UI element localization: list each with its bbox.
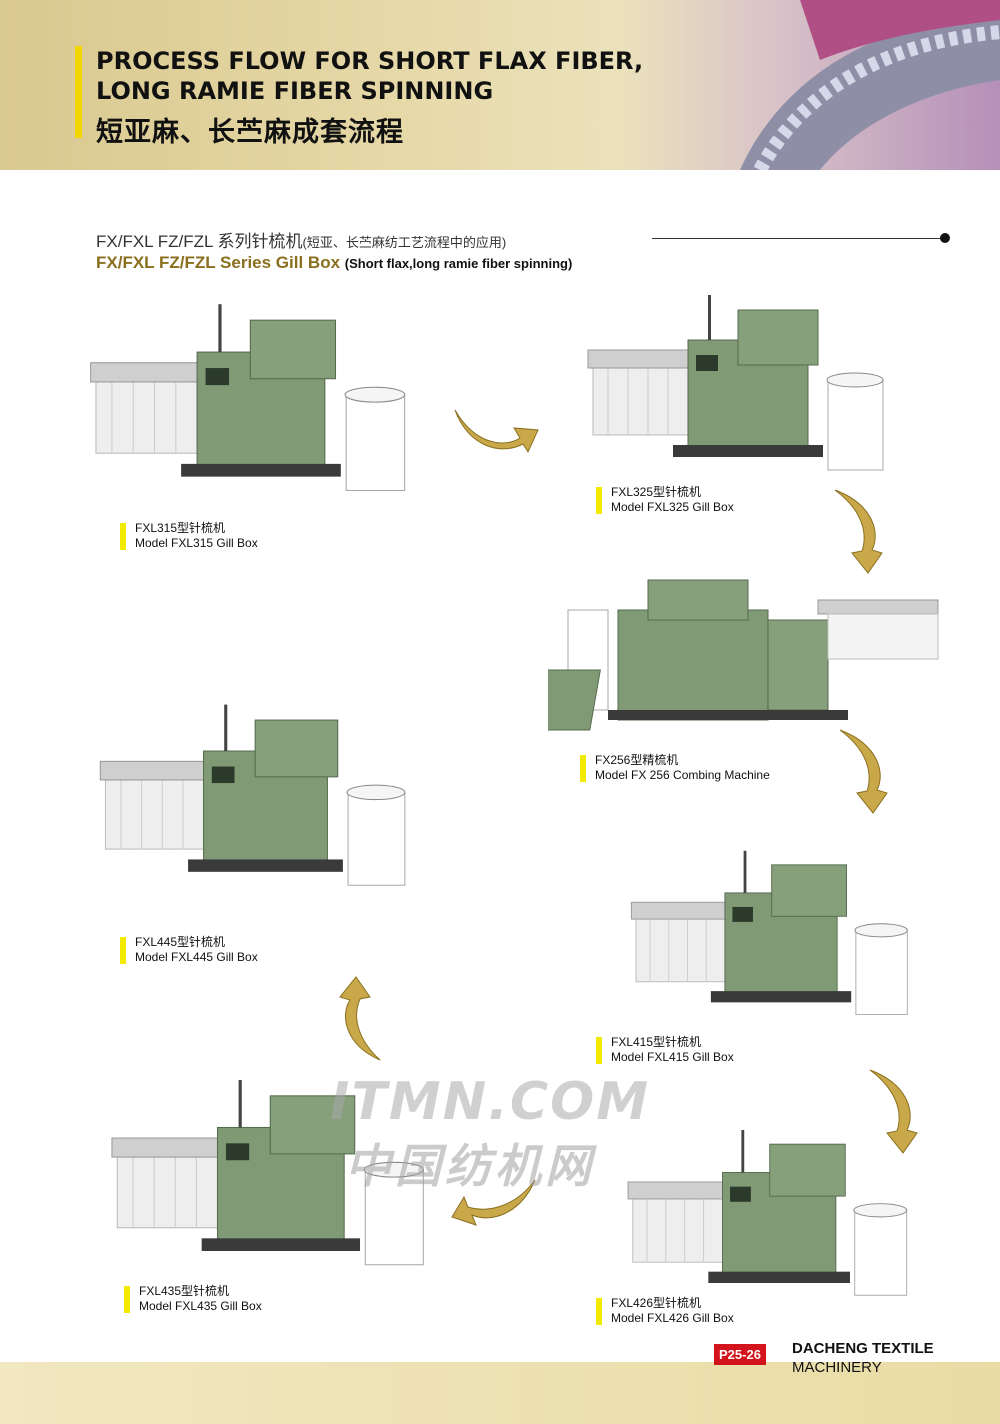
caption-cn: FXL415型针梳机 bbox=[611, 1035, 702, 1049]
series-cn-title: FX/FXL FZ/FZL 系列针梳机 bbox=[96, 232, 303, 251]
machine-photo-fxl325 bbox=[578, 295, 888, 475]
divider-dot bbox=[940, 233, 950, 243]
brand-name-line2: MACHINERY bbox=[792, 1359, 882, 1376]
divider-line bbox=[652, 238, 942, 239]
flow-arrow-left-icon bbox=[450, 1175, 540, 1240]
series-title-cn: FX/FXL FZ/FZL 系列针梳机(短亚、长苎麻纺工艺流程中的应用) bbox=[96, 227, 506, 252]
title-accent-bar bbox=[75, 46, 82, 138]
caption-cn: FXL426型针梳机 bbox=[611, 1296, 702, 1310]
caption-cn: FXL315型针梳机 bbox=[135, 521, 226, 535]
series-en-title: FX/FXL FZ/FZL Series Gill Box bbox=[96, 253, 341, 272]
machine-photo-fx256 bbox=[548, 570, 948, 740]
caption-en: Model FXL315 Gill Box bbox=[135, 536, 258, 550]
flow-arrow-down-icon bbox=[835, 725, 895, 820]
machine-photo-fxl315 bbox=[80, 290, 410, 510]
caption-en: Model FXL435 Gill Box bbox=[139, 1299, 262, 1313]
page-title: PROCESS FLOW FOR SHORT FLAX FIBER, LONG … bbox=[96, 46, 643, 106]
watermark-text: ITMN.COM bbox=[330, 1072, 650, 1132]
caption-fxl325: FXL325型针梳机 Model FXL325 Gill Box bbox=[596, 485, 734, 515]
series-cn-note: (短亚、长苎麻纺工艺流程中的应用) bbox=[302, 235, 507, 250]
page-title-cn: 短亚麻、长苎麻成套流程 bbox=[96, 117, 404, 148]
caption-fxl445: FXL445型针梳机 Model FXL445 Gill Box bbox=[120, 935, 258, 965]
caption-fxl315: FXL315型针梳机 Model FXL315 Gill Box bbox=[120, 521, 258, 551]
caption-cn: FX256型精梳机 bbox=[595, 753, 679, 767]
series-title-en: FX/FXL FZ/FZL Series Gill Box (Short fla… bbox=[96, 253, 572, 273]
flow-arrow-down-icon bbox=[865, 1065, 925, 1160]
flow-arrow-down-icon bbox=[830, 485, 890, 580]
caption-fxl415: FXL415型针梳机 Model FXL415 Gill Box bbox=[596, 1035, 734, 1065]
caption-en: Model FXL445 Gill Box bbox=[135, 950, 258, 964]
caption-en: Model FXL325 Gill Box bbox=[611, 500, 734, 514]
caption-cn: FXL445型针梳机 bbox=[135, 935, 226, 949]
caption-cn: FXL435型针梳机 bbox=[139, 1284, 230, 1298]
title-line-1: PROCESS FLOW FOR SHORT FLAX FIBER, bbox=[96, 47, 644, 75]
flow-arrow-right-icon bbox=[450, 400, 540, 465]
flow-arrow-up-icon bbox=[330, 975, 390, 1070]
gear-graphic bbox=[700, 0, 1000, 170]
caption-en: Model FXL426 Gill Box bbox=[611, 1311, 734, 1325]
machine-photo-fxl445 bbox=[90, 690, 410, 905]
caption-cn: FXL325型针梳机 bbox=[611, 485, 702, 499]
watermark-text-cn: 中国纺机网 bbox=[345, 1139, 595, 1193]
footer-band bbox=[0, 1362, 1000, 1424]
machine-photo-fxl415 bbox=[622, 840, 912, 1030]
caption-fxl435: FXL435型针梳机 Model FXL435 Gill Box bbox=[124, 1284, 262, 1314]
caption-en: Model FX 256 Combing Machine bbox=[595, 768, 770, 782]
series-en-note: (Short flax,long ramie fiber spinning) bbox=[344, 256, 573, 271]
header-band: PROCESS FLOW FOR SHORT FLAX FIBER, LONG … bbox=[0, 0, 1000, 170]
brand-name: DACHENG TEXTILE bbox=[792, 1340, 934, 1357]
page-number-badge: P25-26 bbox=[714, 1344, 766, 1365]
title-line-2: LONG RAMIE FIBER SPINNING bbox=[96, 77, 494, 105]
caption-en: Model FXL415 Gill Box bbox=[611, 1050, 734, 1064]
caption-fxl426: FXL426型针梳机 Model FXL426 Gill Box bbox=[596, 1296, 734, 1326]
caption-fx256: FX256型精梳机 Model FX 256 Combing Machine bbox=[580, 753, 770, 783]
